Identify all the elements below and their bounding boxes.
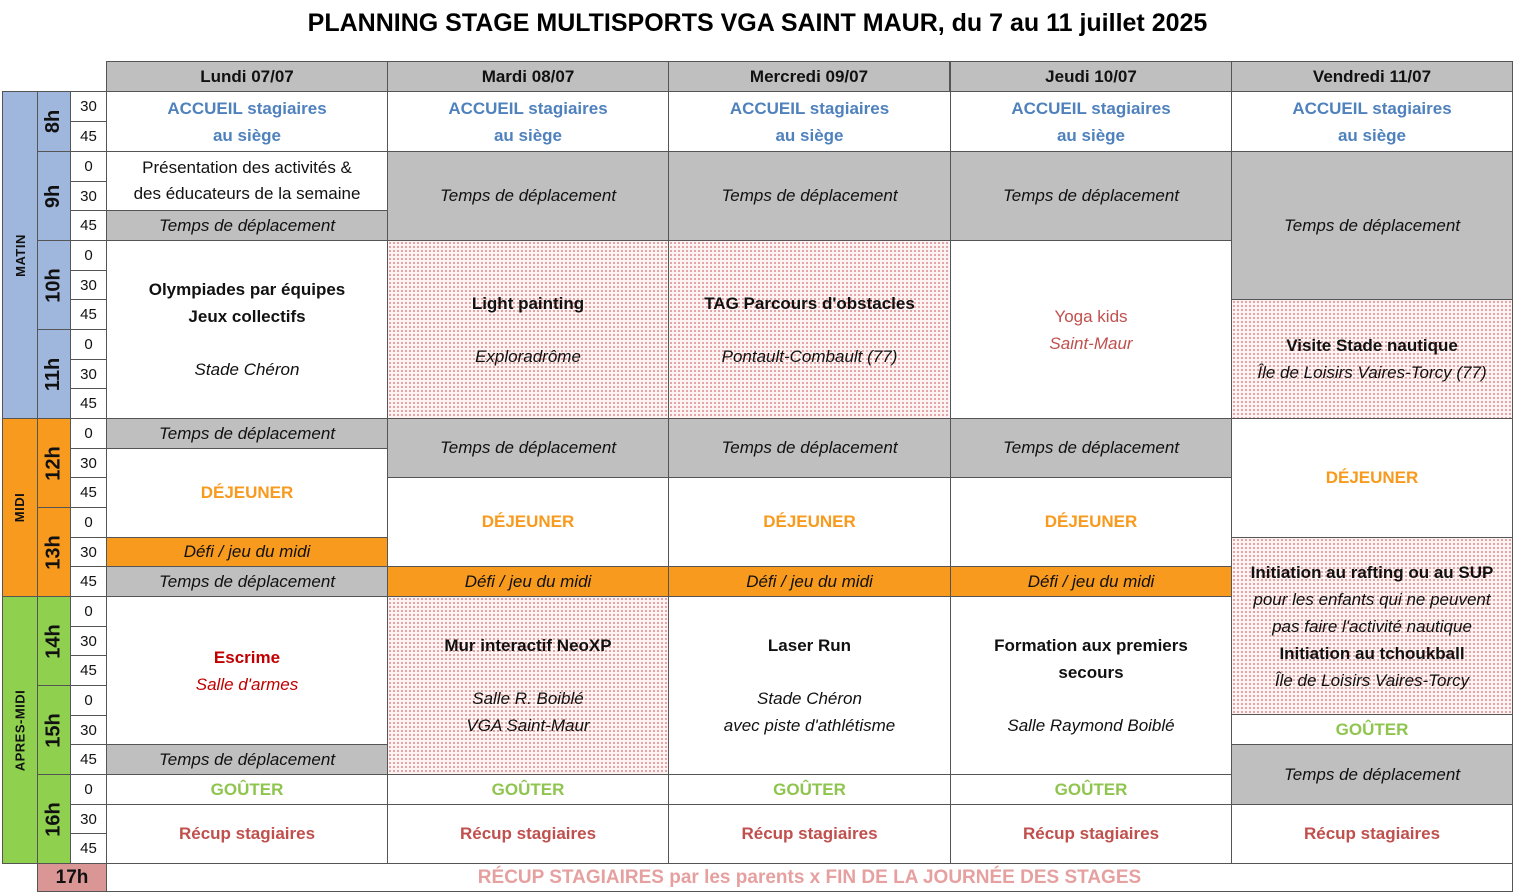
vendredi-activite-pm: Initiation au rafting ou au SUP pour les… bbox=[1231, 537, 1513, 715]
minute-cell: 45 bbox=[70, 655, 107, 686]
lundi-dejeuner: DÉJEUNER bbox=[106, 448, 388, 538]
minute-cell: 30 bbox=[70, 359, 107, 390]
minute-cell: 30 bbox=[70, 91, 107, 122]
minute-cell: 45 bbox=[70, 833, 107, 864]
minute-cell: 0 bbox=[70, 596, 107, 627]
minute-cell: 45 bbox=[70, 566, 107, 597]
jeudi-defi: Défi / jeu du midi bbox=[950, 566, 1232, 597]
vendredi-dejeuner: DÉJEUNER bbox=[1231, 418, 1513, 538]
lundi-recup: Récup stagiaires bbox=[106, 804, 388, 864]
lundi-presentation: Présentation des activités &des éducateu… bbox=[106, 151, 388, 211]
hour-13h: 13h bbox=[37, 507, 71, 597]
jeudi-dejeuner: DÉJEUNER bbox=[950, 477, 1232, 567]
hour-16h: 16h bbox=[37, 774, 71, 864]
mardi-dejeuner: DÉJEUNER bbox=[387, 477, 669, 567]
mardi-deplacement-1: Temps de déplacement bbox=[387, 151, 669, 241]
period-apres-midi: APRES-MIDI bbox=[2, 596, 38, 864]
hour-14h: 14h bbox=[37, 596, 71, 686]
jeudi-deplacement-1: Temps de déplacement bbox=[950, 151, 1232, 241]
lundi-deplacement-2: Temps de déplacement bbox=[106, 418, 388, 449]
mardi-deplacement-2: Temps de déplacement bbox=[387, 418, 669, 478]
day-header-mercredi: Mercredi 09/07 bbox=[668, 61, 950, 92]
minute-cell: 45 bbox=[70, 210, 107, 241]
hour-10h: 10h bbox=[37, 240, 71, 330]
minute-cell: 45 bbox=[70, 477, 107, 508]
minute-cell: 30 bbox=[70, 626, 107, 657]
lundi-defi: Défi / jeu du midi bbox=[106, 537, 388, 567]
minute-cell: 30 bbox=[70, 715, 107, 746]
minute-cell: 45 bbox=[70, 299, 107, 330]
hour-17h: 17h bbox=[37, 863, 107, 892]
hour-9h: 9h bbox=[37, 151, 71, 241]
lundi-deplacement-3: Temps de déplacement bbox=[106, 566, 388, 597]
jeudi-recup: Récup stagiaires bbox=[950, 804, 1232, 864]
lundi-gouter: GOÛTER bbox=[106, 774, 388, 805]
vendredi-deplacement-2: Temps de déplacement bbox=[1231, 744, 1513, 805]
minute-cell: 30 bbox=[70, 537, 107, 568]
mardi-recup: Récup stagiaires bbox=[387, 804, 669, 864]
mercredi-deplacement-1: Temps de déplacement bbox=[668, 151, 951, 241]
day-header-jeudi: Jeudi 10/07 bbox=[950, 61, 1232, 92]
minute-cell: 45 bbox=[70, 744, 107, 775]
minute-cell: 45 bbox=[70, 121, 107, 152]
page-title: PLANNING STAGE MULTISPORTS VGA SAINT MAU… bbox=[307, 9, 1208, 37]
minute-cell: 45 bbox=[70, 388, 107, 419]
minute-cell: 0 bbox=[70, 507, 107, 538]
lundi-deplacement-4: Temps de déplacement bbox=[106, 744, 388, 775]
mercredi-dejeuner: DÉJEUNER bbox=[668, 477, 951, 567]
mercredi-gouter: GOÛTER bbox=[668, 774, 951, 805]
hour-15h: 15h bbox=[37, 685, 71, 775]
vendredi-recup: Récup stagiaires bbox=[1231, 804, 1513, 864]
minute-cell: 0 bbox=[70, 685, 107, 716]
minute-cell: 0 bbox=[70, 240, 107, 271]
mardi-defi: Défi / jeu du midi bbox=[387, 566, 669, 597]
mercredi-defi: Défi / jeu du midi bbox=[668, 566, 951, 597]
day-header-vendredi: Vendredi 11/07 bbox=[1231, 61, 1513, 92]
minute-cell: 30 bbox=[70, 181, 107, 212]
hour-8h: 8h bbox=[37, 91, 71, 152]
day-header-mardi: Mardi 08/07 bbox=[387, 61, 669, 92]
mercredi-recup: Récup stagiaires bbox=[668, 804, 951, 864]
final-pickup-banner: RÉCUP STAGIAIRES par les parents x FIN D… bbox=[106, 863, 1513, 892]
minute-cell: 30 bbox=[70, 270, 107, 301]
mercredi-deplacement-2: Temps de déplacement bbox=[668, 418, 951, 478]
minute-cell: 0 bbox=[70, 151, 107, 182]
lundi-deplacement-1: Temps de déplacement bbox=[106, 210, 388, 241]
period-midi: MIDI bbox=[2, 418, 38, 597]
hour-11h: 11h bbox=[37, 329, 71, 419]
hour-12h: 12h bbox=[37, 418, 71, 508]
minute-cell: 0 bbox=[70, 418, 107, 449]
vendredi-gouter: GOÛTER bbox=[1231, 714, 1513, 745]
vendredi-deplacement-1: Temps de déplacement bbox=[1231, 151, 1513, 300]
minute-cell: 30 bbox=[70, 448, 107, 479]
jeudi-deplacement-2: Temps de déplacement bbox=[950, 418, 1232, 478]
minute-cell: 30 bbox=[70, 804, 107, 835]
mardi-gouter: GOÛTER bbox=[387, 774, 669, 805]
period-matin: MATIN bbox=[2, 91, 38, 419]
jeudi-gouter: GOÛTER bbox=[950, 774, 1232, 805]
minute-cell: 0 bbox=[70, 329, 107, 360]
day-header-lundi: Lundi 07/07 bbox=[106, 61, 388, 92]
minute-cell: 0 bbox=[70, 774, 107, 805]
